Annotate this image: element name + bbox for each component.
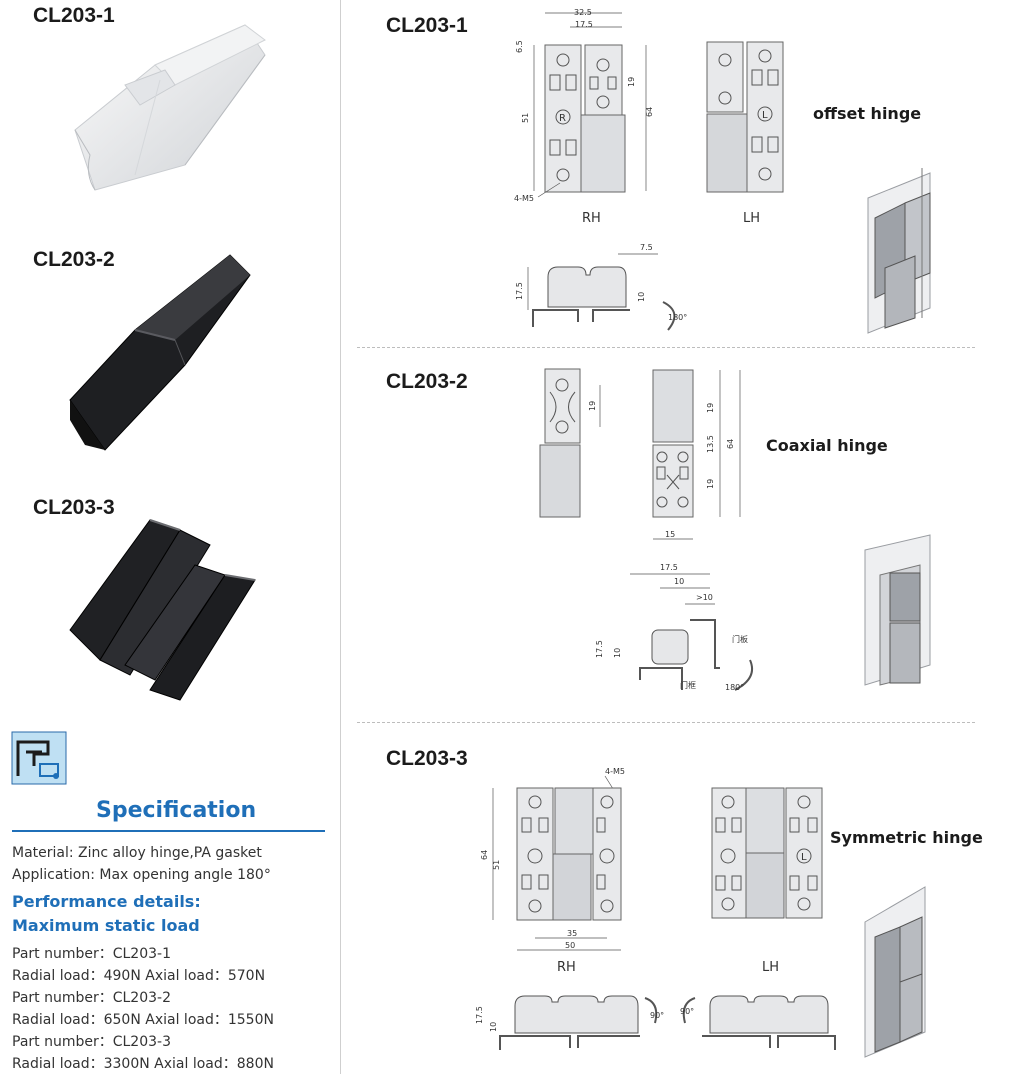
load-values-3: Radial load：3300N Axial load：880N	[12, 1056, 274, 1072]
svg-text:64: 64	[480, 850, 489, 860]
cl203-3-rh-drawing: 4-M5 64 51 35 50	[480, 767, 625, 951]
product-photo-cl203-1	[74, 24, 266, 191]
offset-hinge-label: offset hinge	[813, 104, 922, 123]
svg-text:51: 51	[492, 860, 501, 870]
dim-screw: 4-M5	[514, 194, 534, 203]
dim-19: 19	[627, 77, 636, 87]
svg-text:90°: 90°	[650, 1011, 664, 1020]
section-divider-2	[357, 722, 975, 723]
section-divider-1	[357, 347, 975, 348]
dim-64: 64	[645, 107, 654, 117]
svg-text:L: L	[762, 110, 768, 121]
svg-text:10: 10	[637, 292, 646, 302]
cl203-1-side-drawing: 7.5 17.5 10 180°	[515, 243, 687, 331]
lh-label-3: LH	[762, 960, 780, 975]
svg-text:门板: 门板	[732, 634, 748, 644]
column-divider	[340, 0, 341, 1074]
load-values-2: Radial load：650N Axial load：1550N	[12, 1012, 274, 1028]
dim-17-5: 17.5	[575, 20, 593, 29]
section-title-cl203-1: CL203-1	[386, 14, 468, 37]
svg-text:64: 64	[726, 439, 735, 449]
svg-text:门框: 门框	[680, 680, 696, 690]
cl203-1-lh-drawing: L	[706, 41, 784, 193]
symmetric-hinge-label: Symmetric hinge	[830, 828, 983, 847]
dim-6-5: 6.5	[515, 40, 524, 53]
svg-text:>10: >10	[696, 593, 713, 602]
svg-text:180°: 180°	[668, 313, 687, 322]
svg-text:35: 35	[567, 929, 577, 938]
cl203-3-lh-drawing: L	[711, 787, 823, 919]
rh-label-1: RH	[582, 211, 601, 226]
mounting-diagram-icon	[11, 731, 67, 785]
product-title-3: CL203-3	[33, 496, 115, 519]
product-photo-cl203-2	[69, 254, 251, 451]
section-title-cl203-3: CL203-3	[386, 747, 468, 770]
part-number-1: Part number：CL203-1	[12, 946, 171, 962]
svg-text:19: 19	[706, 403, 715, 413]
dim-51: 51	[521, 113, 530, 123]
load-values-1: Radial load：490N Axial load：570N	[12, 968, 266, 984]
svg-text:15: 15	[665, 530, 675, 539]
svg-text:19: 19	[588, 401, 597, 411]
svg-text:13.5: 13.5	[706, 435, 715, 453]
svg-text:7.5: 7.5	[640, 243, 653, 252]
coaxial-hinge-label: Coaxial hinge	[766, 436, 888, 455]
cl203-3-installed-illustration	[864, 886, 926, 1058]
svg-text:4-M5: 4-M5	[605, 767, 625, 776]
svg-text:10: 10	[674, 577, 684, 586]
svg-text:17.5: 17.5	[475, 1006, 484, 1024]
cl203-1-front-drawing: 32.5 17.5 6.5 51 19 64 R 4-M5	[514, 8, 654, 203]
svg-text:19: 19	[706, 479, 715, 489]
svg-text:180°: 180°	[725, 683, 744, 692]
section-title-cl203-2: CL203-2	[386, 370, 468, 393]
svg-text:17.5: 17.5	[595, 640, 604, 658]
svg-text:10: 10	[489, 1022, 498, 1032]
static-load-heading: Maximum static load	[12, 916, 200, 935]
part-number-2: Part number：CL203-2	[12, 990, 171, 1006]
cl203-2-lh-drawing: 19 13.5 19 64 15	[652, 369, 741, 540]
product-title-2: CL203-2	[33, 248, 115, 271]
spec-underline	[12, 830, 325, 832]
cl203-1-installed-illustration	[867, 168, 931, 334]
application-text: Application: Max opening angle 180°	[12, 867, 271, 883]
svg-text:17.5: 17.5	[515, 282, 524, 300]
rh-mark: R	[559, 113, 566, 124]
spec-heading: Specification	[96, 798, 257, 823]
product-photo-cl203-3	[69, 519, 256, 701]
cl203-2-installed-illustration	[864, 534, 931, 686]
svg-text:90°: 90°	[680, 1007, 694, 1016]
product-title-1: CL203-1	[33, 4, 115, 27]
performance-heading: Performance details:	[12, 892, 201, 911]
material-text: Material: Zinc alloy hinge,PA gasket	[12, 845, 262, 861]
svg-text:L: L	[801, 852, 807, 863]
part-number-3: Part number：CL203-3	[12, 1034, 171, 1050]
cl203-2-rh-drawing: 19	[539, 368, 601, 518]
cl203-3-side-drawing: 17.5 10 90° 90°	[475, 995, 836, 1050]
dim-32-5: 32.5	[574, 8, 592, 17]
svg-text:10: 10	[613, 648, 622, 658]
svg-text:17.5: 17.5	[660, 563, 678, 572]
lh-label-1: LH	[743, 211, 761, 226]
svg-text:50: 50	[565, 941, 575, 950]
rh-label-3: RH	[557, 960, 576, 975]
cl203-2-side-drawing: 17.5 10 >10 17.5 10 门板 门框 180°	[595, 563, 754, 692]
